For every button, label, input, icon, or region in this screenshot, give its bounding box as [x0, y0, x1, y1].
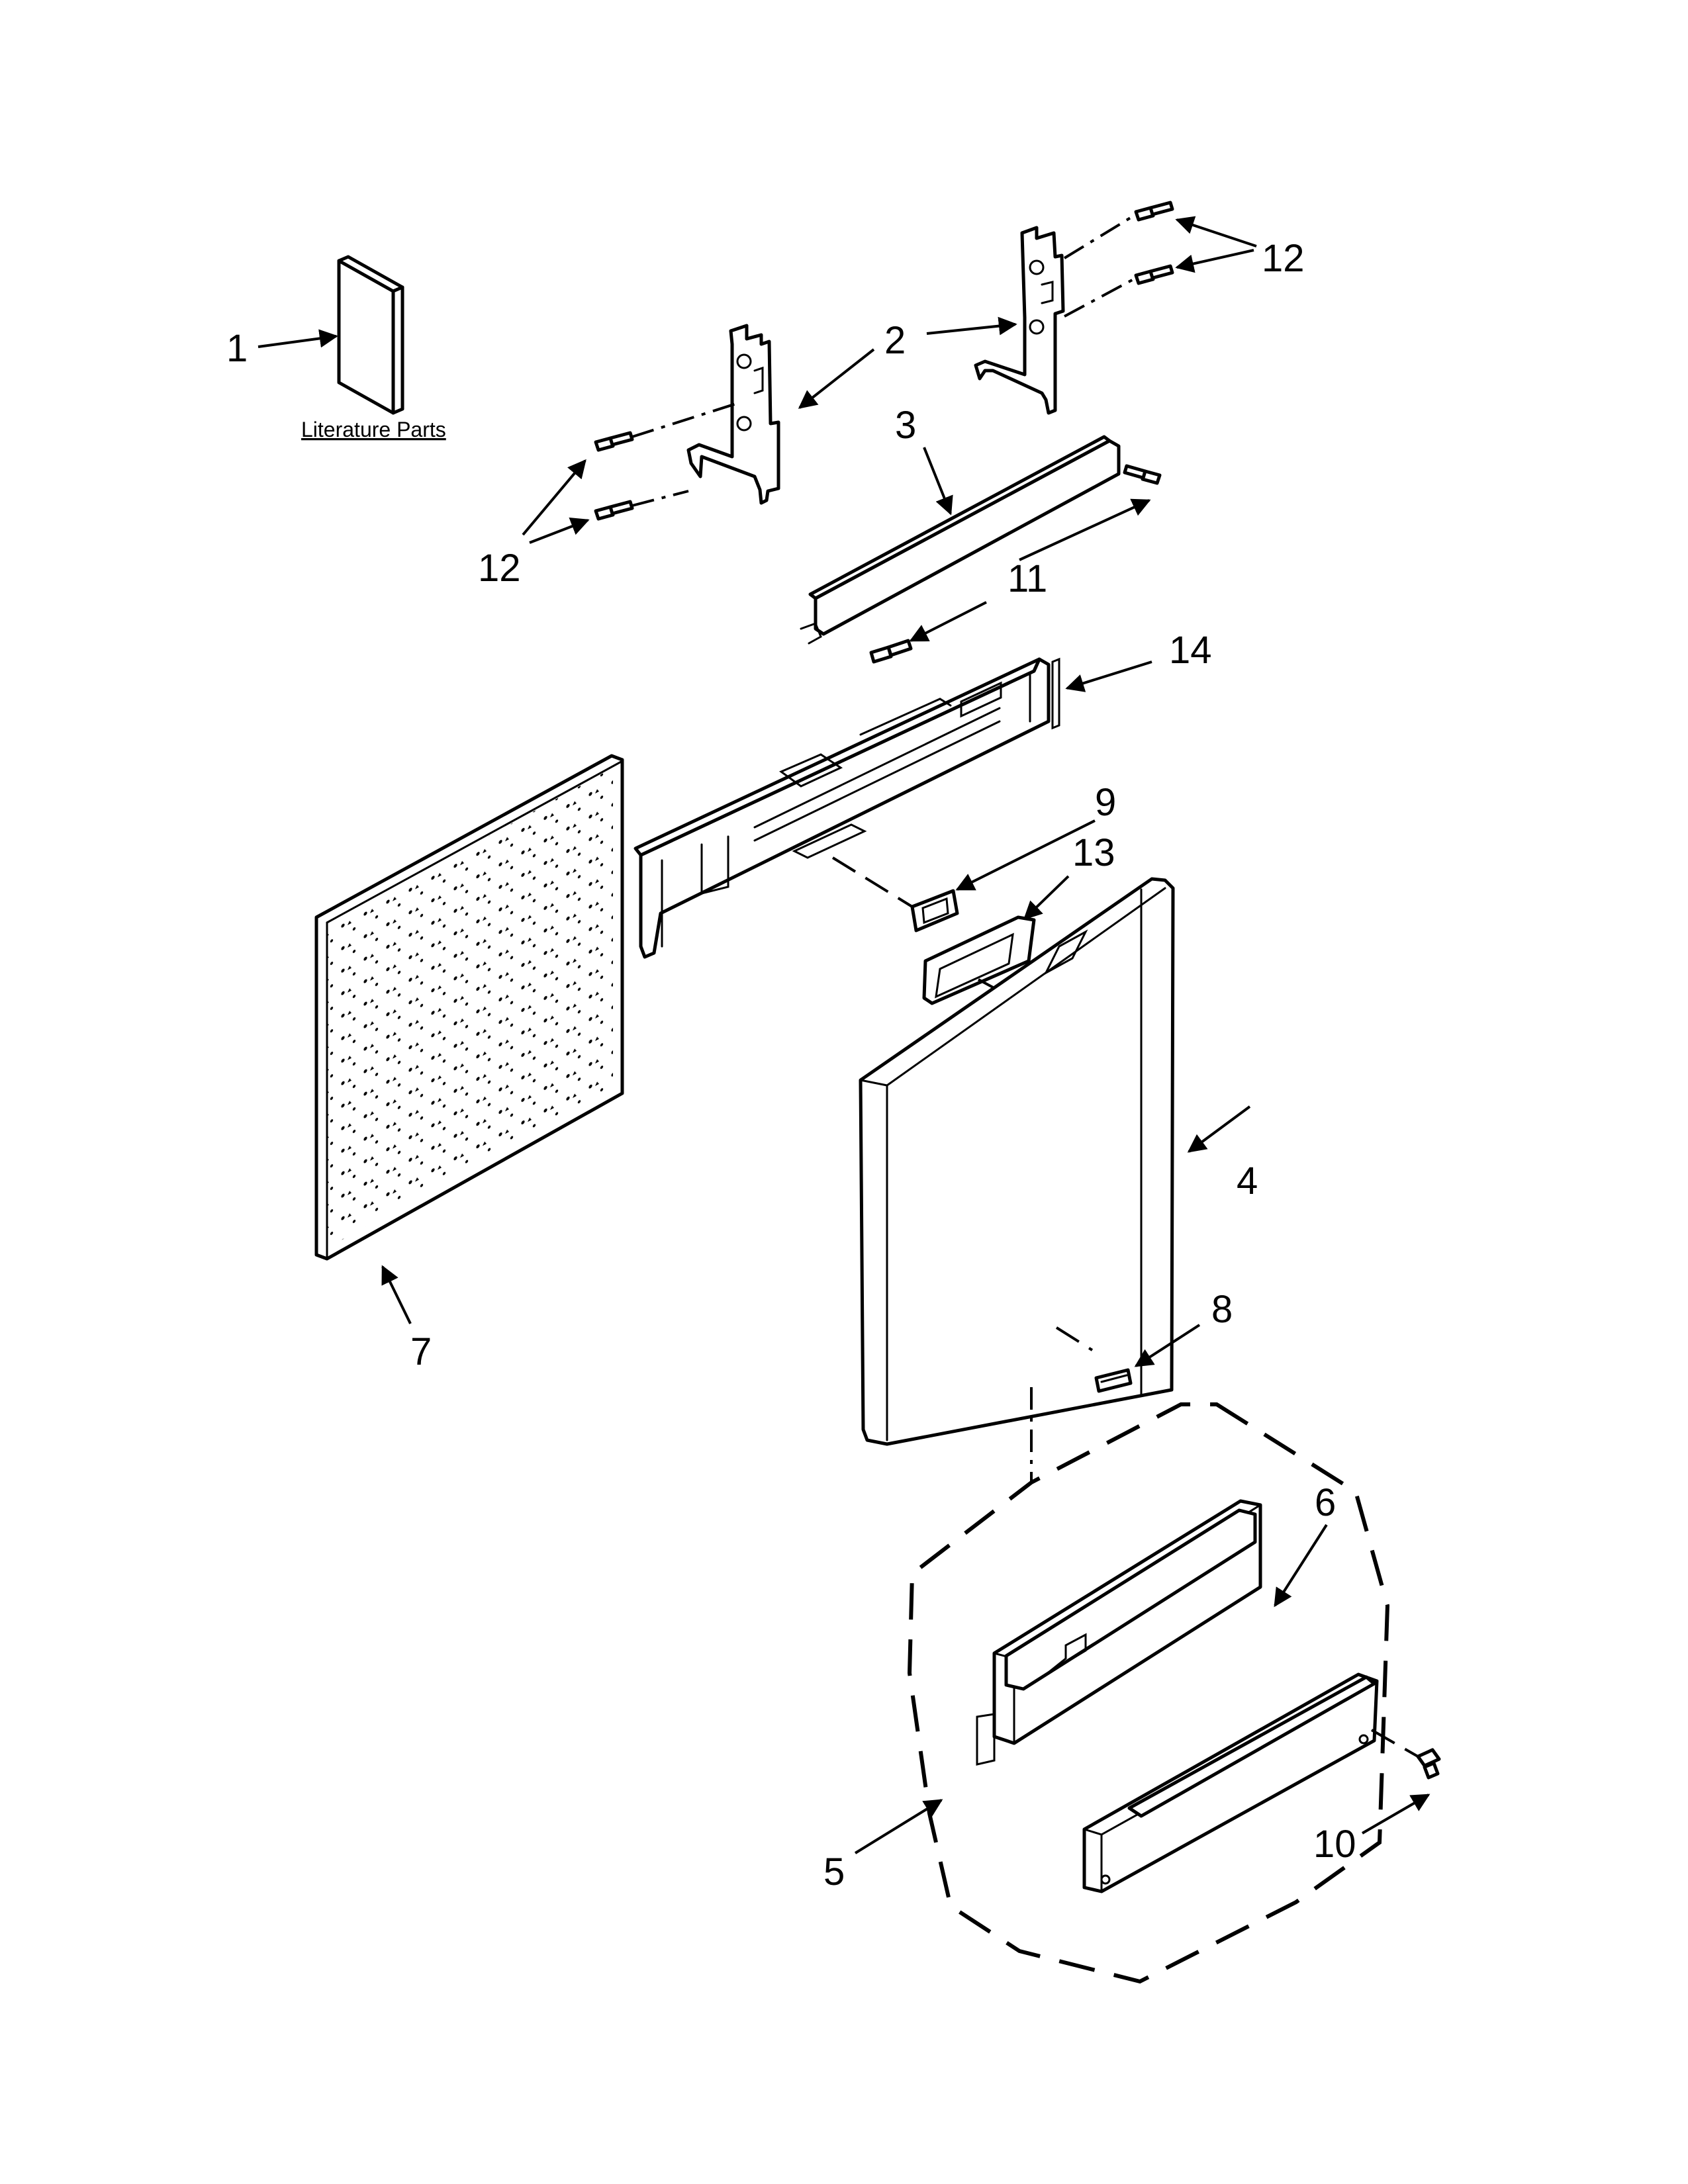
leader-12c: [1175, 216, 1257, 248]
callout-13: 13: [1072, 831, 1115, 874]
screw-right-lower: [1134, 264, 1174, 285]
leader-12a: [522, 459, 586, 536]
leader-2b: [926, 316, 1017, 336]
bracket-left: [686, 324, 780, 505]
callout-14: 14: [1169, 629, 1212, 672]
screw-rail-right: [1123, 464, 1162, 485]
toe-kick-insert: [976, 1499, 1262, 1766]
mounting-rail: [800, 435, 1121, 645]
toe-kick-panel: [1082, 1672, 1379, 1893]
callout-7: 7: [410, 1330, 432, 1373]
leader-13: [1023, 875, 1070, 920]
callout-10: 10: [1313, 1823, 1356, 1866]
screw-left-lower: [594, 500, 634, 521]
callout-8: 8: [1211, 1288, 1233, 1331]
leader-11a: [1019, 498, 1151, 561]
callout-5: 5: [823, 1850, 845, 1893]
outer-door-panel: [859, 877, 1175, 1446]
leader-4: [1187, 1105, 1251, 1153]
large-door-panel: [314, 754, 624, 1261]
control-panel: [633, 657, 1060, 959]
kit-group-outline: [907, 1402, 1390, 1984]
leader-6: [1274, 1524, 1328, 1608]
callout-11: 11: [1008, 557, 1047, 600]
screw-left-upper: [594, 431, 634, 452]
callout-12-right: 12: [1262, 237, 1305, 280]
leader-14: [1065, 660, 1152, 692]
leader-2a: [798, 348, 875, 409]
leader-3: [923, 447, 953, 516]
bracket-right: [974, 226, 1065, 415]
logo-badge: [1094, 1368, 1133, 1393]
screw-right-upper: [1134, 201, 1174, 222]
leader-9: [955, 819, 1096, 891]
leader-5: [854, 1799, 943, 1854]
screw-rail-left: [869, 639, 913, 664]
literature-parts-label: Literature Parts: [301, 418, 446, 441]
callout-4: 4: [1237, 1160, 1258, 1203]
leader-12b: [529, 518, 590, 544]
callout-2: 2: [884, 319, 906, 362]
leader-7: [381, 1265, 412, 1324]
callout-1: 1: [226, 327, 248, 370]
leader-1: [258, 329, 338, 348]
leader-10: [1361, 1794, 1430, 1835]
callout-12-left: 12: [478, 547, 521, 590]
leader-8: [1134, 1324, 1201, 1367]
door-latch: [910, 889, 959, 933]
callout-3: 3: [895, 404, 916, 447]
toe-kick-screw: [1416, 1748, 1441, 1780]
literature-part: Literature Parts: [301, 255, 446, 441]
door-handle: [922, 915, 1036, 1005]
callout-6: 6: [1315, 1481, 1336, 1524]
leader-11b: [909, 601, 987, 642]
leader-12d: [1175, 249, 1254, 273]
callout-9: 9: [1095, 781, 1116, 824]
